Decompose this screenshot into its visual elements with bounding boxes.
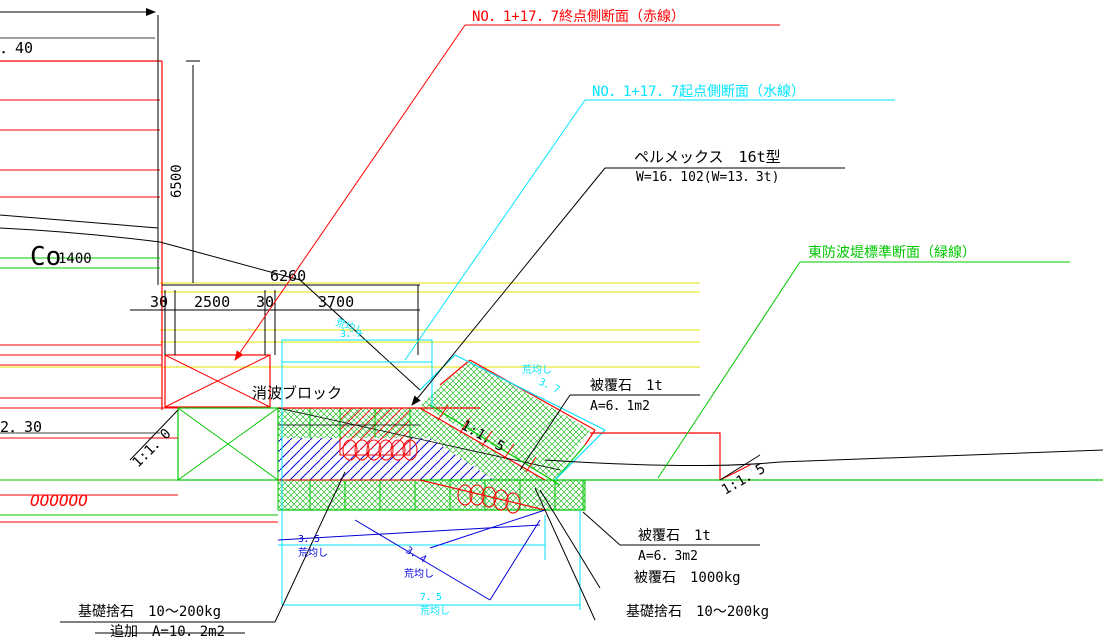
note-rough-slope-word: 荒均し: [522, 364, 552, 376]
label-section-red: NO．1+17．7終点側断面（赤線）: [472, 9, 685, 25]
slope-left: 1:1．0: [130, 426, 175, 471]
label-found-right: 基礎捨石 10～200kg: [626, 603, 769, 620]
label-block-weight: W=16．102(W=13．3t): [636, 170, 779, 185]
label-section-green: 東防波堤標準断面（緑線）: [808, 245, 976, 261]
note-rough-35-word: 荒均し: [298, 547, 328, 559]
label-co-sub: 1400: [58, 251, 92, 267]
leader-lines: [0, 24, 1070, 634]
label-block-name: ペルメックス 16t型: [634, 148, 781, 166]
note-rough-34-val: 3．4: [404, 545, 429, 566]
note-rough-75-word: 荒均し: [420, 605, 450, 617]
dim-2500: 2500: [194, 293, 230, 311]
rubble-mound: [277, 354, 606, 511]
dim-6500: 6500: [169, 164, 185, 198]
parapet-block: [0, 354, 279, 523]
dim-6260: 6260: [270, 267, 306, 285]
coil-rings: [342, 439, 521, 514]
slope-guide-lines: [277, 509, 546, 601]
note-rough-top-val: 3．7: [340, 329, 362, 340]
note-rough-slope-val: 3．7: [537, 377, 562, 396]
label-coil: OOOOOO: [30, 491, 88, 510]
note-rough-35-val: 3．5: [298, 534, 320, 545]
label-elev-mid: 2．30: [0, 418, 42, 436]
label-armor-1000: 被覆石 1000kg: [634, 570, 741, 586]
label-co: Co: [30, 242, 61, 272]
dim-3700: 3700: [318, 293, 354, 311]
label-found-left-add: 追加 A=10．2m2: [110, 624, 225, 640]
note-rough-75-val: 7．5: [420, 592, 442, 603]
dimension-lines: [130, 60, 420, 355]
note-rough-34-word: 荒均し: [404, 568, 434, 580]
label-armor-top-title: 被覆石 1t: [590, 378, 663, 394]
label-wave-block: 消波ブロック: [252, 384, 342, 402]
yellow-reference-lines: [0, 282, 700, 368]
dim-30a: 30: [150, 293, 168, 311]
dim-30b: 30: [256, 293, 274, 311]
label-section-cyan: NO．1+17．7起点側断面（水線）: [592, 84, 805, 100]
rough-finish-dims: [278, 339, 581, 610]
right-berm: [544, 432, 1103, 510]
label-found-left-title: 基礎捨石 10～200kg: [78, 603, 221, 620]
label-armor-top-area: A=6．1m2: [590, 399, 650, 414]
label-armor-bot-title: 被覆石 1t: [638, 528, 711, 544]
crown-wall: [0, 8, 421, 410]
label-elev-top: ．40: [0, 39, 33, 57]
label-armor-bot-area: A=6．3m2: [638, 549, 698, 564]
